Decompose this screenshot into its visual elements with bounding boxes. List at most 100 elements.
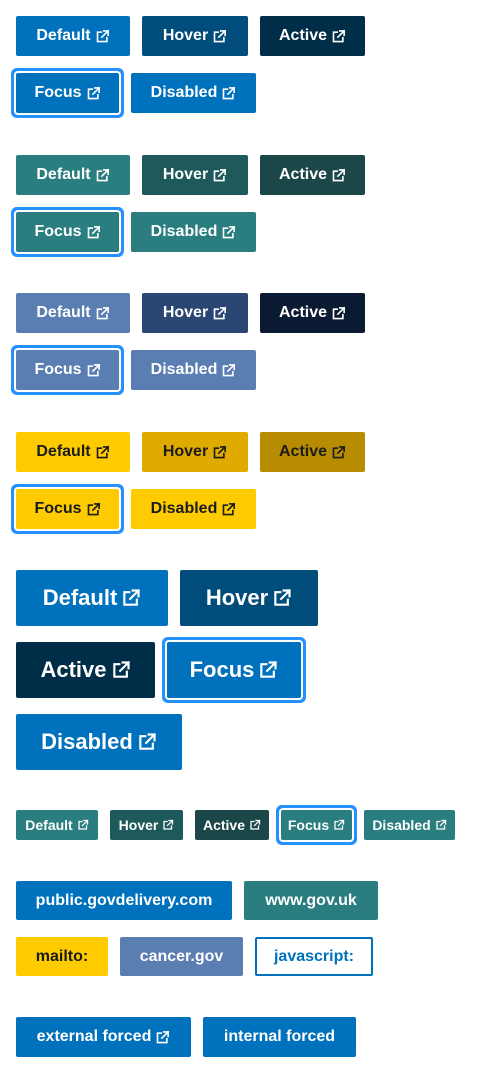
- external-link-icon: [155, 1030, 170, 1045]
- button-label: Focus: [34, 223, 82, 240]
- gold-active-button[interactable]: Active: [260, 432, 365, 472]
- large-disabled-button[interactable]: Disabled: [16, 714, 182, 770]
- external-link-icon: [212, 168, 227, 183]
- govdelivery-link-button[interactable]: public.govdelivery.com: [16, 881, 232, 920]
- small-active-button[interactable]: Active: [195, 810, 269, 840]
- gold-disabled-button[interactable]: Disabled: [131, 489, 256, 529]
- external-link-icon: [95, 445, 110, 460]
- external-forced-button[interactable]: external forced: [16, 1017, 191, 1057]
- button-label: Active: [40, 657, 107, 682]
- external-link-icon: [111, 660, 131, 680]
- button-label: javascript:: [273, 947, 355, 965]
- button-label: mailto:: [35, 947, 89, 965]
- teal-hover-button[interactable]: Hover: [142, 155, 248, 195]
- button-label: Default: [42, 585, 118, 610]
- large-focus-button[interactable]: Focus: [167, 642, 301, 698]
- slate-active-button[interactable]: Active: [260, 293, 365, 333]
- button-label: Focus: [34, 361, 82, 378]
- button-label: Disabled: [150, 84, 218, 101]
- button-label: cancer.gov: [139, 947, 224, 965]
- external-link-icon: [137, 732, 157, 752]
- button-label: Hover: [162, 27, 209, 44]
- teal-disabled-button[interactable]: Disabled: [131, 212, 256, 252]
- gold-hover-button[interactable]: Hover: [142, 432, 248, 472]
- button-label: Default: [36, 443, 91, 460]
- external-link-icon: [331, 168, 346, 183]
- button-label: Focus: [34, 500, 82, 517]
- external-link-icon: [212, 29, 227, 44]
- button-label: Focus: [287, 817, 330, 833]
- external-link-icon: [121, 588, 141, 608]
- external-link-icon: [212, 306, 227, 321]
- external-link-icon: [435, 819, 447, 831]
- button-label: Disabled: [150, 361, 218, 378]
- govuk-link-button[interactable]: www.gov.uk: [244, 881, 378, 920]
- blue-active-button[interactable]: Active: [260, 16, 365, 56]
- button-label: Disabled: [150, 500, 218, 517]
- blue-focus-button[interactable]: Focus: [16, 73, 119, 113]
- button-label: public.govdelivery.com: [35, 891, 213, 909]
- external-link-icon: [331, 29, 346, 44]
- external-link-icon: [331, 445, 346, 460]
- external-link-icon: [272, 588, 292, 608]
- external-link-icon: [95, 29, 110, 44]
- teal-default-button[interactable]: Default: [16, 155, 130, 195]
- button-label: Hover: [118, 817, 159, 833]
- button-label: Hover: [162, 304, 209, 321]
- button-label: internal forced: [223, 1028, 336, 1045]
- external-link-icon: [86, 225, 101, 240]
- button-label: Hover: [162, 443, 209, 460]
- button-label: Disabled: [150, 223, 218, 240]
- button-label: Default: [25, 817, 73, 833]
- button-label: Active: [278, 304, 328, 321]
- external-link-icon: [212, 445, 227, 460]
- slate-disabled-button[interactable]: Disabled: [131, 350, 256, 390]
- button-label: Hover: [162, 166, 209, 183]
- mailto-link-button[interactable]: mailto:: [16, 937, 108, 976]
- button-label: Active: [202, 817, 246, 833]
- blue-default-button[interactable]: Default: [16, 16, 130, 56]
- large-active-button[interactable]: Active: [16, 642, 155, 698]
- large-hover-button[interactable]: Hover: [180, 570, 318, 626]
- button-label: Active: [278, 443, 328, 460]
- button-label: Disabled: [41, 729, 133, 754]
- gold-focus-button[interactable]: Focus: [16, 489, 119, 529]
- internal-forced-button[interactable]: internal forced: [203, 1017, 356, 1057]
- external-link-icon: [221, 502, 236, 517]
- javascript-link-button[interactable]: javascript:: [255, 937, 373, 976]
- external-link-icon: [86, 502, 101, 517]
- blue-disabled-button[interactable]: Disabled: [131, 73, 256, 113]
- external-link-icon: [86, 86, 101, 101]
- external-link-icon: [95, 168, 110, 183]
- slate-default-button[interactable]: Default: [16, 293, 130, 333]
- cancer-gov-link-button[interactable]: cancer.gov: [120, 937, 243, 976]
- external-link-icon: [95, 306, 110, 321]
- external-link-icon: [258, 660, 278, 680]
- small-focus-button[interactable]: Focus: [281, 810, 352, 840]
- large-default-button[interactable]: Default: [16, 570, 168, 626]
- external-link-icon: [333, 819, 345, 831]
- teal-focus-button[interactable]: Focus: [16, 212, 119, 252]
- small-default-button[interactable]: Default: [16, 810, 98, 840]
- button-label: Active: [278, 166, 328, 183]
- small-hover-button[interactable]: Hover: [110, 810, 183, 840]
- button-label: Disabled: [372, 817, 431, 833]
- button-label: www.gov.uk: [265, 891, 357, 909]
- small-disabled-button[interactable]: Disabled: [364, 810, 455, 840]
- button-label: Focus: [189, 657, 255, 682]
- button-label: Default: [36, 27, 91, 44]
- external-link-icon: [221, 225, 236, 240]
- gold-default-button[interactable]: Default: [16, 432, 130, 472]
- slate-focus-button[interactable]: Focus: [16, 350, 119, 390]
- external-link-icon: [77, 819, 89, 831]
- button-label: Default: [36, 304, 91, 321]
- teal-active-button[interactable]: Active: [260, 155, 365, 195]
- external-link-icon: [331, 306, 346, 321]
- blue-hover-button[interactable]: Hover: [142, 16, 248, 56]
- external-link-icon: [86, 363, 101, 378]
- external-link-icon: [162, 819, 174, 831]
- external-link-icon: [221, 363, 236, 378]
- external-link-icon: [249, 819, 261, 831]
- button-label: Hover: [205, 585, 269, 610]
- slate-hover-button[interactable]: Hover: [142, 293, 248, 333]
